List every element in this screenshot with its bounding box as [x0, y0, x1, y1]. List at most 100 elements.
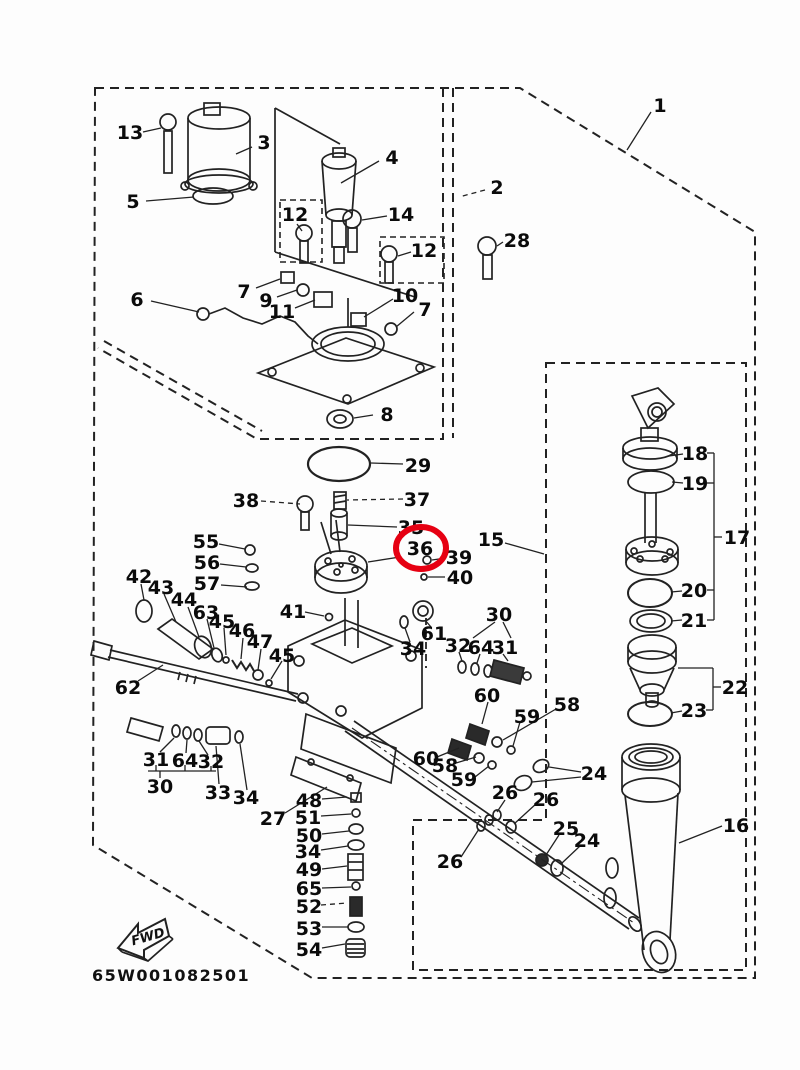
ball-45: [265, 679, 273, 687]
motor-tab: [180, 181, 190, 191]
part-label-59: 59: [514, 706, 540, 728]
part-label-20: 20: [681, 580, 707, 602]
pin-boss: [647, 402, 667, 422]
plug-48: [350, 792, 362, 803]
part-label-7: 7: [237, 281, 250, 303]
motor-flange: [184, 174, 254, 194]
leader-line: [502, 653, 509, 662]
diagram-shape: [103, 340, 263, 432]
part-label-13: 13: [117, 122, 143, 144]
rotor-hole: [338, 562, 344, 568]
leader-line: [502, 621, 512, 639]
rotor-pin: [335, 519, 341, 553]
coil-54: [345, 938, 366, 958]
cylinder-16-tab: [605, 857, 619, 879]
part-label-52: 52: [296, 896, 322, 918]
cylinder-16-tab: [603, 887, 617, 909]
leader-lines: [137, 111, 723, 949]
part-label-6: 6: [130, 289, 143, 311]
part-label-30: 30: [147, 776, 173, 798]
nut-9: [296, 283, 310, 297]
leader-line: [321, 865, 348, 870]
joint-10: [350, 312, 367, 327]
leader-line: [502, 708, 557, 741]
leader-line: [320, 845, 349, 851]
diagram-code-text: 65W001082501: [92, 966, 250, 985]
perspective-line: [274, 251, 416, 298]
flange-hole: [342, 394, 352, 404]
rotor-hole: [324, 557, 332, 565]
bolt-28-shaft: [482, 254, 493, 280]
part-label-34: 34: [400, 638, 426, 660]
part-label-22: 22: [722, 677, 748, 699]
leader-line: [455, 756, 477, 764]
piston-22-tip: [645, 700, 659, 708]
part-label-2: 2: [490, 177, 503, 199]
bolt-38-shaft: [300, 511, 310, 531]
leader-line: [257, 648, 262, 671]
leader-line: [284, 786, 328, 814]
part-57: [244, 581, 260, 591]
reservoir-cap: [332, 147, 346, 158]
part-label-40: 40: [447, 567, 473, 589]
piston-22: [629, 667, 641, 691]
ring-63: [210, 647, 224, 663]
part-label-5: 5: [126, 191, 139, 213]
leader-line: [187, 606, 200, 638]
leader-line: [458, 189, 486, 198]
plug-61: [417, 605, 429, 617]
part-label-53: 53: [296, 918, 322, 940]
leader-line: [436, 747, 460, 758]
leader-line: [531, 776, 582, 783]
rotor-hole: [348, 555, 356, 563]
screw-14-shaft: [347, 227, 358, 253]
ball-65: [351, 881, 361, 891]
valve-58: [491, 736, 503, 748]
part-label-3: 3: [257, 132, 270, 154]
leader-line: [367, 556, 401, 563]
ring-32: [457, 660, 467, 674]
leader-line: [513, 802, 538, 825]
part-label-58: 58: [432, 755, 458, 777]
part-label-55: 55: [193, 531, 219, 553]
leader-line: [504, 542, 545, 555]
part-label-64: 64: [172, 750, 198, 772]
valve-43: [156, 617, 215, 661]
part-label-8: 8: [380, 404, 393, 426]
leader-line: [474, 765, 490, 778]
leader-line: [260, 500, 301, 505]
part-label-32: 32: [445, 635, 471, 657]
motor-tab: [248, 181, 258, 191]
washer-8: [326, 409, 354, 429]
part-label-26: 26: [533, 789, 559, 811]
highlight-circle-36: [393, 524, 449, 572]
piston-22: [627, 634, 677, 660]
diagram-shape: [379, 236, 445, 284]
foot-bolt: [346, 774, 354, 782]
spring-52: [349, 896, 363, 917]
part-label-44: 44: [171, 589, 197, 611]
oring-29: [306, 445, 372, 483]
leader-line: [626, 111, 652, 151]
part-label-58: 58: [554, 694, 580, 716]
leader-line: [276, 289, 298, 298]
valve-body-top: [309, 627, 395, 664]
leader-line: [561, 845, 581, 864]
screw-7: [384, 322, 398, 336]
ring-42: [135, 599, 153, 623]
piston-22: [639, 683, 665, 697]
highlighted-part-circle: [393, 524, 449, 572]
screw-12-head: [295, 224, 313, 242]
part-label-42: 42: [126, 566, 152, 588]
diagram-shape: [412, 362, 747, 971]
foot-27: [289, 755, 363, 803]
cap-18-neck: [640, 427, 659, 442]
leader-line: [198, 740, 209, 756]
leader-line: [458, 651, 463, 662]
leader-line: [476, 653, 481, 664]
ring-64: [470, 662, 480, 676]
body-hole: [297, 692, 309, 704]
leader-line: [496, 799, 506, 813]
part-label-47: 47: [247, 631, 273, 653]
